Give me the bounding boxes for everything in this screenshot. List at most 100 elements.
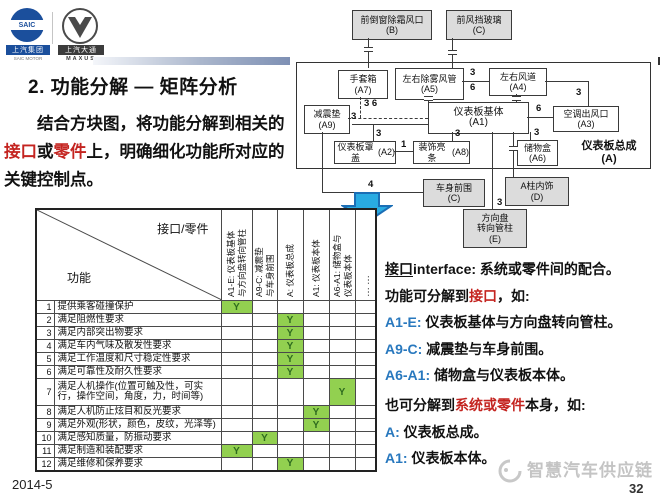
matrix-cell [220, 418, 253, 432]
matrix-cell [302, 444, 330, 458]
row-number: 10 [35, 431, 55, 445]
matrix-cell [328, 365, 356, 379]
matrix-cell [220, 352, 253, 366]
code-a1: A1: [385, 450, 408, 466]
matrix-cell [354, 378, 377, 406]
function-interface-matrix: 接口/零件 功能 A1-E: 仪表板基体与方向盘转向管柱 A9-C: 减震垫与车… [35, 208, 377, 472]
row-number: 7 [35, 378, 55, 406]
matrix-cell [251, 444, 278, 458]
matrix-cell [276, 378, 304, 406]
matrix-cell [220, 339, 253, 353]
function-label: 满足人机防止炫目和反光要求 [53, 405, 222, 419]
interface-tick-icon [364, 47, 373, 52]
intro-line1: 结合方块图，将功能分解到相关的 [37, 115, 285, 133]
diagonal-divider [37, 210, 222, 300]
system-notes: 也可分解到系统或零件本身，如: A: 仪表板总成。 A1: 仪表板本体。 [385, 397, 586, 466]
function-label: 满足内部突出物要求 [53, 326, 222, 340]
diagram-box-windshield: 前风挡玻璃(C) [446, 10, 512, 40]
matrix-cell [328, 352, 356, 366]
matrix-cell [251, 300, 278, 314]
connector-line [588, 81, 589, 106]
matrix-cell [302, 300, 330, 314]
corner-label-function: 功能 [67, 271, 92, 285]
matrix-cell [354, 300, 377, 314]
code-a9-c: A9-C: [385, 340, 423, 357]
matrix-cell [302, 326, 330, 340]
matrix-cell [276, 444, 304, 458]
matrix-column-header: …… [354, 208, 377, 301]
matrix-cell [220, 405, 253, 419]
matrix-cell: Y [328, 378, 356, 406]
edge-label: 4 [368, 179, 374, 190]
matrix-cell [302, 365, 330, 379]
diagram-box-front-bulkhead: 车身前围(C) [423, 179, 485, 207]
matrix-cell [328, 300, 356, 314]
matrix-cell [302, 339, 330, 353]
matrix-cell [328, 418, 356, 432]
matrix-column-header: A: 仪表板总成 [276, 208, 304, 301]
code-a6-a1: A6-A1: [385, 367, 431, 383]
matrix-cell [328, 326, 356, 340]
function-label: 满足阻燃性要求 [53, 313, 222, 327]
logo-divider [52, 12, 53, 44]
connector-line [394, 151, 413, 152]
connector-line [452, 132, 453, 141]
matrix-cell [251, 378, 278, 406]
matrix-cell [354, 405, 377, 419]
matrix-cell: Y [276, 339, 304, 353]
matrix-cell [354, 326, 377, 340]
diagram-box-trim-strip: 装饰亮条(A8) [413, 141, 470, 164]
assembly-boundary-box [296, 62, 651, 169]
matrix-cell: Y [220, 444, 253, 458]
edge-label: 3 [455, 128, 461, 139]
function-label: 满足可靠性及耐久性要求 [53, 365, 222, 379]
matrix-cell [354, 418, 377, 432]
matrix-cell [302, 313, 330, 327]
diagram-box-damper-pad: 减震垫(A9) [304, 105, 350, 134]
diagram-box-air-channel: 左右风道(A4) [489, 68, 547, 96]
matrix-cell [220, 431, 253, 445]
diagram-box-ip-substrate: 仪表板基体(A1) [428, 102, 529, 134]
matrix-cell: Y [276, 365, 304, 379]
matrix-cell [302, 431, 330, 445]
diagram-box-ac-vent: 空调出风口(A3) [553, 106, 619, 132]
interface-notes: 接口interface: 系统或零件间的配合。 功能可分解到接口，如: A1-E… [385, 261, 622, 383]
intro-keyword-interface: 接口 [4, 143, 37, 161]
edge-label: 3 6 [364, 98, 378, 109]
diagram-box-a-pillar-trim: A柱内饰(D) [505, 177, 569, 206]
interface-tick-icon [424, 96, 433, 101]
function-label: 满足感知质量，防振动要求 [53, 431, 222, 445]
function-label: 满足工作温度和尺寸稳定性要求 [53, 352, 222, 366]
row-number: 12 [35, 457, 55, 471]
matrix-cell [251, 405, 278, 419]
row-number: 11 [35, 444, 55, 458]
edge-label: 3 [470, 67, 476, 78]
diagram-box-storage-box: 储物盒(A6) [517, 140, 558, 166]
function-label: 满足人机操作(位置可触及性，可实行，操作空间，角度，力，时间等) [53, 378, 222, 406]
watermark-logo [498, 459, 522, 483]
row-number: 8 [35, 405, 55, 419]
down-arrow-icon [341, 192, 393, 224]
function-label: 满足车内气味及散发性要求 [53, 339, 222, 353]
row-number: 1 [35, 300, 55, 314]
row-number: 3 [35, 326, 55, 340]
matrix-cell [251, 326, 278, 340]
matrix-cell [251, 352, 278, 366]
matrix-cell [328, 457, 356, 471]
row-number: 4 [35, 339, 55, 353]
maxus-logo-icon [62, 8, 98, 44]
matrix-cell [354, 457, 377, 471]
matrix-cell [328, 313, 356, 327]
matrix-cell [354, 365, 377, 379]
function-label: 满足维修和保养要求 [53, 457, 222, 471]
matrix-cell [354, 444, 377, 458]
matrix-cell [220, 326, 253, 340]
connector-line [527, 117, 553, 118]
